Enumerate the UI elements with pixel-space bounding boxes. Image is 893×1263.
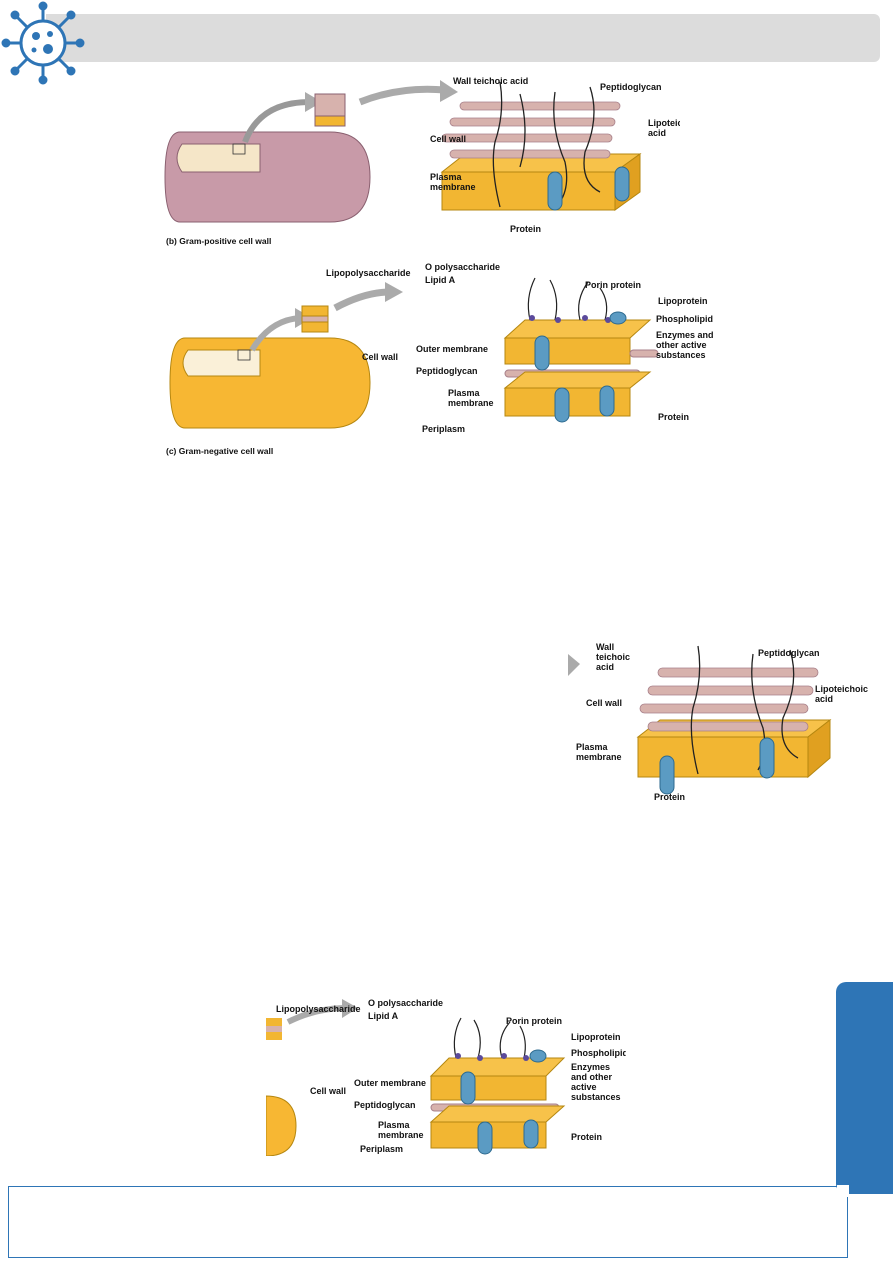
figure-gram-negative-detail: Lipopolysaccharide O polysaccharide Lipi… (266, 996, 626, 1156)
caption-gram-positive: (b) Gram-positive cell wall (166, 236, 272, 246)
label-lipoprotein: Lipoprotein (658, 296, 708, 306)
figure-gram-positive: Wall teichoic acid Peptidoglycan Lipotei… (160, 72, 680, 252)
label-cell-wall: Cell wall (310, 1086, 347, 1096)
label-plasma-membrane: Plasma membrane (448, 388, 494, 408)
label-outer-membrane: Outer membrane (354, 1078, 427, 1088)
label-peptidoglycan: Peptidoglycan (758, 648, 820, 658)
label-lipid-a: Lipid A (368, 1011, 399, 1021)
label-protein: Protein (571, 1132, 603, 1142)
label-porin-protein: Porin protein (506, 1016, 562, 1026)
label-periplasm: Periplasm (422, 424, 466, 434)
label-cell-wall: Cell wall (430, 134, 467, 144)
caption-gram-negative: (c) Gram-negative cell wall (166, 446, 274, 456)
figure-gram-positive-detail: Wall teichoic acid Peptidoglycan Lipotei… (568, 632, 876, 810)
label-lipoteichoic-acid: Lipoteichoic acid (648, 118, 680, 138)
label-cell-wall: Cell wall (362, 352, 399, 362)
label-protein: Protein (510, 224, 542, 234)
label-outer-membrane: Outer membrane (416, 344, 489, 354)
figure-gram-negative: Lipopolysaccharide O polysaccharide Lipi… (160, 258, 720, 458)
label-wall-teichoic-acid: Wall teichoic acid (453, 76, 529, 86)
label-peptidoglycan: Peptidoglycan (600, 82, 662, 92)
label-o-polysaccharide: O polysaccharide (368, 998, 444, 1008)
label-cell-wall: Cell wall (586, 698, 623, 708)
label-porin-protein: Porin protein (585, 280, 641, 290)
label-wall-teichoic-acid: Wall teichoic acid (596, 642, 631, 672)
label-lipopolysaccharide: Lipopolysaccharide (276, 1004, 361, 1014)
label-lipoteichoic-acid: Lipoteichoic acid (815, 684, 869, 704)
label-lipopolysaccharide: Lipopolysaccharide (326, 268, 411, 278)
side-tab (836, 982, 893, 1194)
label-periplasm: Periplasm (360, 1144, 404, 1154)
label-peptidoglycan: Peptidoglycan (416, 366, 478, 376)
label-protein: Protein (654, 792, 686, 802)
label-enzymes: Enzymes and other active substances (656, 330, 714, 360)
label-enzymes: Enzymes and other active substances (571, 1062, 621, 1102)
header-bar (46, 14, 880, 62)
virus-icon (1, 1, 85, 85)
label-phospholipid: Phospholipid (571, 1048, 626, 1058)
label-plasma-membrane: Plasma membrane (430, 172, 476, 192)
footer-box (8, 1185, 849, 1258)
label-protein: Protein (658, 412, 690, 422)
label-o-polysaccharide: O polysaccharide (425, 262, 501, 272)
label-peptidoglycan: Peptidoglycan (354, 1100, 416, 1110)
label-phospholipid: Phospholipid (656, 314, 713, 324)
label-plasma-membrane: Plasma membrane (378, 1120, 424, 1140)
label-lipid-a: Lipid A (425, 275, 456, 285)
label-lipoprotein: Lipoprotein (571, 1032, 621, 1042)
label-plasma-membrane: Plasma membrane (576, 742, 622, 762)
